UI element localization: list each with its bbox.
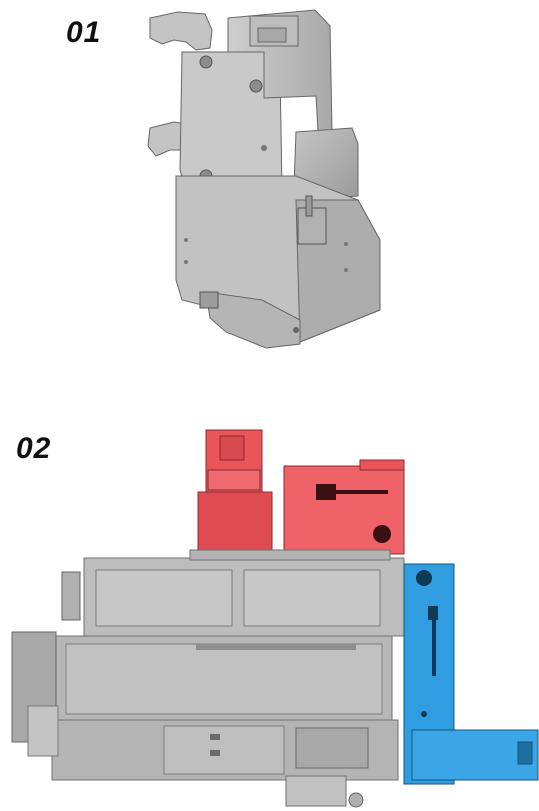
upper-jaw (149, 11, 213, 51)
bolt (249, 79, 263, 93)
base-slot (199, 291, 219, 309)
figure-02-label: 02 (16, 432, 52, 465)
blue-extension (411, 729, 539, 781)
red-box-slot (316, 484, 336, 500)
gray-panel (295, 727, 369, 769)
bolt (199, 55, 213, 69)
figure-01-label: 01 (66, 16, 102, 49)
base-foot (205, 291, 301, 349)
figure-01: 01 (0, 0, 539, 380)
blue-unit-port (416, 570, 432, 586)
gripper-block-drawing (147, 9, 381, 349)
red-box-port (373, 525, 391, 543)
bottom-bracket (285, 775, 347, 807)
gray-top-rail (189, 549, 391, 561)
side-valve-stem (305, 195, 313, 217)
bolt (261, 145, 267, 151)
machine-assembly-drawing (11, 429, 539, 808)
red-column-cap (219, 435, 245, 461)
figure-02: 02 (0, 380, 539, 811)
top-cap-inner (257, 27, 287, 43)
red-column-lower (197, 491, 273, 553)
